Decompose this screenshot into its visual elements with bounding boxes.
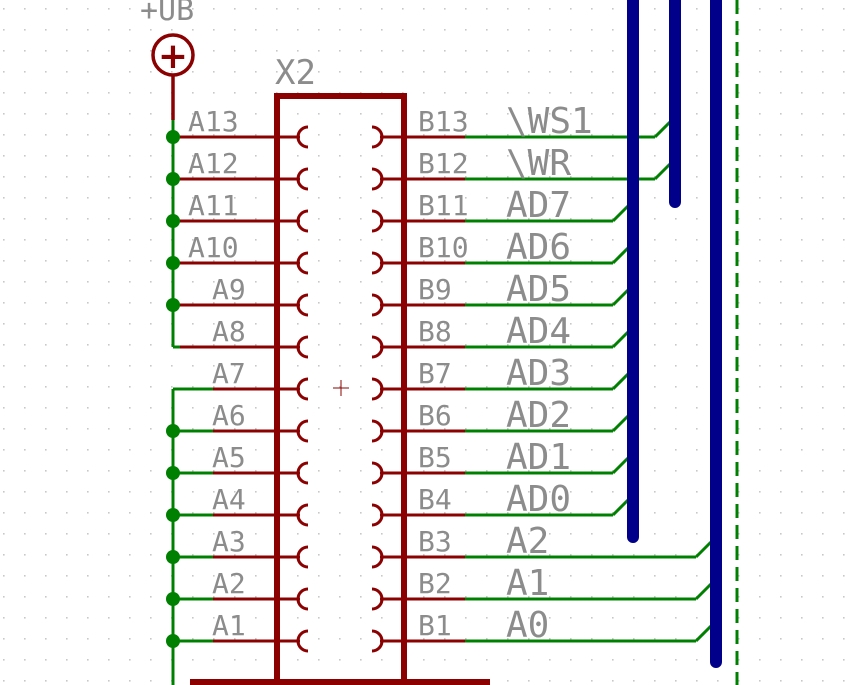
pin-label-a10: A10: [188, 231, 239, 264]
pin-label-b10: B10: [418, 231, 469, 264]
socket-icon: [296, 167, 309, 191]
junction-dot-a1: [166, 634, 180, 648]
power-plus-glyph: +: [158, 36, 188, 77]
socket-icon: [296, 587, 309, 611]
socket-icon: [371, 545, 384, 569]
socket-icon: [371, 293, 384, 317]
socket-icon: [371, 251, 384, 275]
socket-icon: [371, 503, 384, 527]
connector-body: [274, 93, 407, 685]
junction-dot-a2: [166, 592, 180, 606]
pin-label-a13: A13: [188, 105, 239, 138]
pin-label-a8: A8: [212, 315, 246, 348]
pin-label-a9: A9: [212, 273, 246, 306]
signal-label-4: AD5: [506, 269, 571, 310]
signal-label-9: AD0: [506, 479, 571, 520]
pin-label-b9: B9: [418, 273, 452, 306]
signal-label-5: AD4: [506, 311, 571, 352]
signal-label-1: \WR: [506, 143, 571, 184]
signal-label-8: AD1: [506, 437, 571, 478]
bus-lines: [627, 0, 739, 685]
junction-dot-a3: [166, 550, 180, 564]
socket-icon: [296, 209, 309, 233]
socket-icon: [371, 335, 384, 359]
socket-icon: [296, 125, 309, 149]
socket-icon: [371, 209, 384, 233]
signal-label-2: AD7: [506, 185, 571, 226]
socket-icon: [296, 461, 309, 485]
pin-label-b12: B12: [418, 147, 469, 180]
pin-label-a5: A5: [212, 441, 246, 474]
pin-label-a1: A1: [212, 609, 246, 642]
socket-icon: [296, 251, 309, 275]
socket-icon: [371, 377, 384, 401]
signal-label-11: A1: [506, 563, 549, 604]
socket-icon: [371, 461, 384, 485]
socket-icon: [296, 545, 309, 569]
socket-icon: [371, 629, 384, 653]
pin-label-a12: A12: [188, 147, 239, 180]
junction-dot-a6: [166, 424, 180, 438]
pin-label-a4: A4: [212, 483, 246, 516]
pin-label-a6: A6: [212, 399, 246, 432]
pin-label-a7: A7: [212, 357, 246, 390]
socket-icon: [371, 587, 384, 611]
power-symbol-ub[interactable]: + +UB: [140, 0, 195, 120]
junction-dot-a5: [166, 466, 180, 480]
socket-icon: [371, 167, 384, 191]
pin-label-b5: B5: [418, 441, 452, 474]
pin-label-b1: B1: [418, 609, 452, 642]
pin-label-b11: B11: [418, 189, 469, 222]
signal-label-12: A0: [506, 605, 549, 646]
pin-label-b7: B7: [418, 357, 452, 390]
socket-icon: [296, 293, 309, 317]
socket-icon: [296, 503, 309, 527]
pin-label-a2: A2: [212, 567, 246, 600]
pin-label-b6: B6: [418, 399, 452, 432]
pin-label-b13: B13: [418, 105, 469, 138]
socket-icon: [371, 125, 384, 149]
socket-icon: [296, 419, 309, 443]
pin-label-b8: B8: [418, 315, 452, 348]
junction-dot-a10: [166, 256, 180, 270]
socket-icon: [371, 419, 384, 443]
signal-label-10: A2: [506, 521, 549, 562]
signal-label-0: \WS1: [506, 101, 593, 142]
pin-label-b3: B3: [418, 525, 452, 558]
signal-label-3: AD6: [506, 227, 571, 268]
signal-label-7: AD2: [506, 395, 571, 436]
junction-dot-a9: [166, 298, 180, 312]
pin-label-b2: B2: [418, 567, 452, 600]
signal-label-6: AD3: [506, 353, 571, 394]
pin-label-b4: B4: [418, 483, 452, 516]
pin-label-a11: A11: [188, 189, 239, 222]
connector-x2[interactable]: [180, 93, 490, 685]
socket-icon: [296, 629, 309, 653]
junction-dot-a11: [166, 214, 180, 228]
socket-icon: [296, 377, 309, 401]
junction-dot-a4: [166, 508, 180, 522]
junction-dot-a13: [166, 130, 180, 144]
power-label: +UB: [140, 0, 194, 28]
junction-dot-a12: [166, 172, 180, 186]
socket-icon: [296, 335, 309, 359]
connector-designator: X2: [275, 53, 316, 93]
pin-label-a3: A3: [212, 525, 246, 558]
